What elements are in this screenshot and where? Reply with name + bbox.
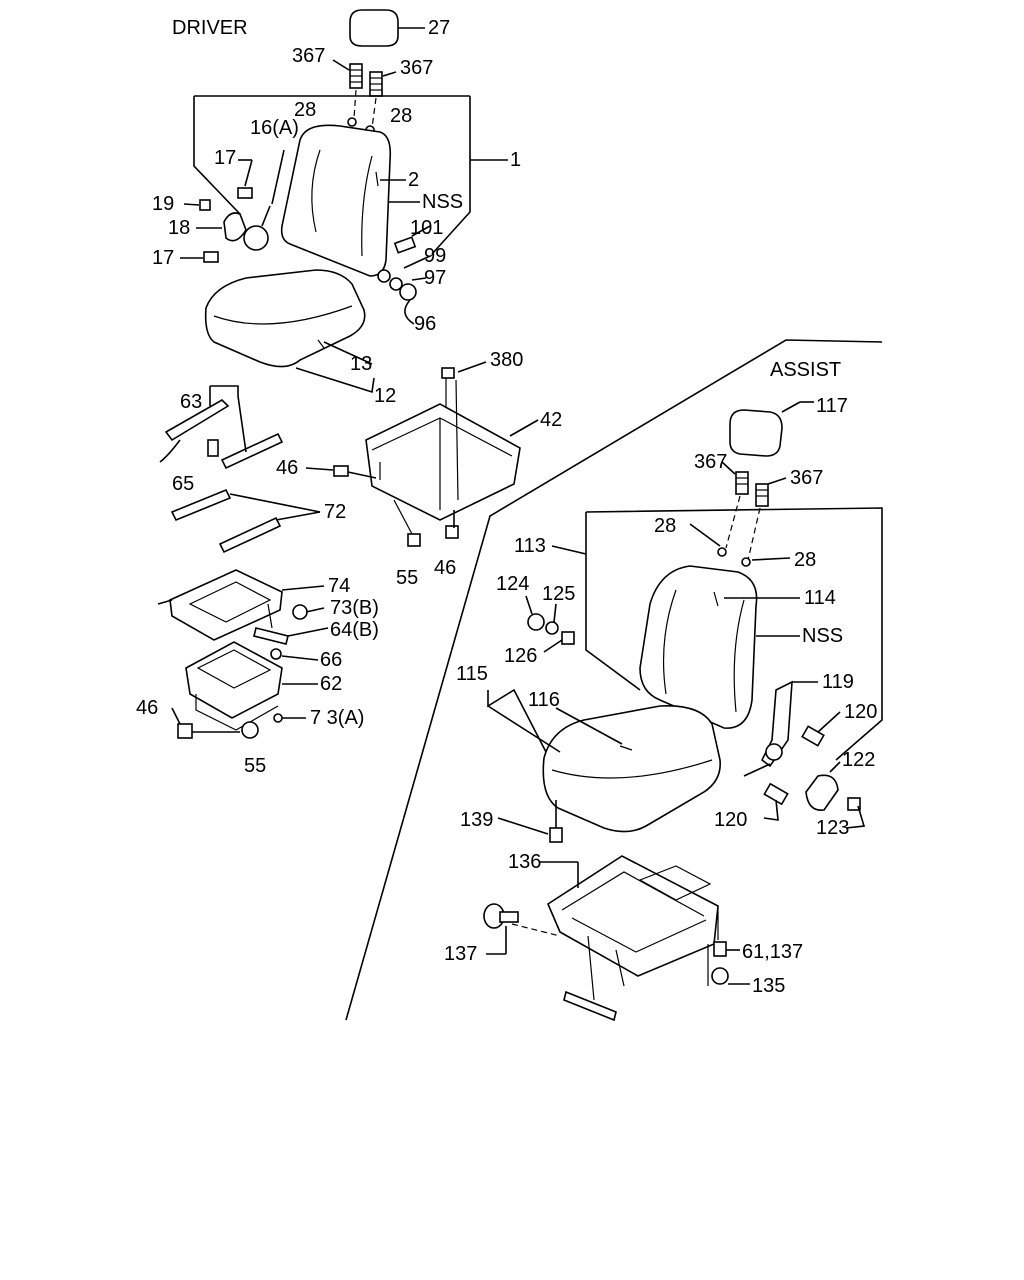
label-46-upper: 46 [276, 457, 298, 479]
label-42: 42 [540, 409, 562, 431]
label-62: 62 [320, 673, 342, 695]
driver-seat-base [305, 361, 539, 547]
driver-headrest [349, 9, 425, 47]
driver-clip-left [347, 117, 357, 127]
driver-seatback-bracket [193, 95, 508, 255]
driver-slide-rails [159, 385, 284, 470]
label-367-left: 367 [292, 45, 325, 67]
label-28-right: 28 [390, 105, 412, 127]
label-72: 72 [324, 501, 346, 523]
label-96: 96 [414, 313, 436, 335]
label-113: 113 [514, 535, 546, 557]
label-64b: 64(B) [330, 619, 379, 641]
label-28-left: 28 [294, 99, 316, 121]
driver-seatback [280, 124, 420, 277]
assist-springs [721, 461, 787, 561]
label-99: 99 [424, 245, 446, 267]
label-126: 126 [504, 645, 537, 667]
label-117: 117 [816, 395, 848, 417]
label-63: 63 [180, 391, 202, 413]
label-27: 27 [428, 17, 450, 39]
label-74: 74 [328, 575, 350, 597]
label-73b: 73(B) [330, 597, 379, 619]
driver-recliner-parts [180, 149, 285, 263]
label-28-assist-left: 28 [654, 515, 676, 537]
label-65: 65 [172, 473, 194, 495]
assist-headrest [729, 401, 814, 457]
label-114: 114 [804, 587, 836, 609]
label-137: 137 [444, 943, 477, 965]
label-101: 101 [410, 217, 443, 239]
label-119: 119 [822, 671, 854, 693]
assist-seat-cushion [487, 688, 721, 833]
leader-28-assist-right [751, 557, 791, 561]
label-136: 136 [508, 851, 541, 873]
assist-hinge-hardware [525, 595, 575, 653]
label-367-right: 367 [400, 57, 433, 79]
label-nss-assist: NSS [802, 625, 843, 647]
label-2: 2 [408, 169, 419, 191]
label-97: 97 [424, 267, 446, 289]
label-28-assist-right: 28 [794, 549, 816, 571]
label-55-lower: 55 [244, 755, 266, 777]
assist-seatback [639, 565, 800, 729]
label-115: 115 [456, 663, 488, 685]
label-19: 19 [152, 193, 174, 215]
label-66: 66 [320, 649, 342, 671]
assist-clip-left [717, 547, 727, 557]
section-divider [345, 339, 883, 1021]
assist-section-title: ASSIST [770, 359, 841, 381]
driver-lower-frame [171, 641, 319, 739]
driver-hinge-hardware [377, 225, 431, 325]
label-1: 1 [510, 149, 521, 171]
label-73a: 7 3(A) [310, 707, 364, 729]
label-124: 124 [496, 573, 529, 595]
assist-seat-base [511, 855, 719, 1022]
label-120-lower: 120 [714, 809, 747, 831]
label-380: 380 [490, 349, 523, 371]
label-135: 135 [752, 975, 785, 997]
label-122: 122 [842, 749, 875, 771]
label-nss-driver: NSS [422, 191, 463, 213]
driver-rails-72 [170, 488, 321, 554]
label-16a: 16(A) [250, 117, 299, 139]
assist-seatback-bracket [551, 507, 883, 761]
assist-bolt-137 [483, 903, 519, 955]
driver-section-title: DRIVER [172, 17, 248, 39]
driver-seat-cushion [204, 269, 375, 394]
label-12: 12 [374, 385, 396, 407]
label-123: 123 [816, 817, 849, 839]
label-46-lower: 46 [136, 697, 158, 719]
leader-28-assist [689, 523, 721, 547]
label-61-137: 61,137 [742, 941, 803, 963]
label-367-assist-left: 367 [694, 451, 727, 473]
assist-fasteners-61-135 [711, 941, 750, 985]
assist-recliner-parts [743, 680, 866, 829]
label-367-assist-right: 367 [790, 467, 823, 489]
label-17-top: 17 [214, 147, 236, 169]
label-46-middle: 46 [434, 557, 456, 579]
label-55-upper: 55 [396, 567, 418, 589]
label-17-bottom: 17 [152, 247, 174, 269]
assist-clip-right [741, 557, 751, 567]
label-116: 116 [528, 689, 560, 711]
label-125: 125 [542, 583, 575, 605]
label-18: 18 [168, 217, 190, 239]
driver-springs [332, 59, 397, 129]
label-139: 139 [460, 809, 493, 831]
label-13: 13 [350, 353, 372, 375]
assist-nut-139 [497, 800, 563, 843]
driver-adjuster-frame [157, 569, 329, 645]
label-120-upper: 120 [844, 701, 877, 723]
